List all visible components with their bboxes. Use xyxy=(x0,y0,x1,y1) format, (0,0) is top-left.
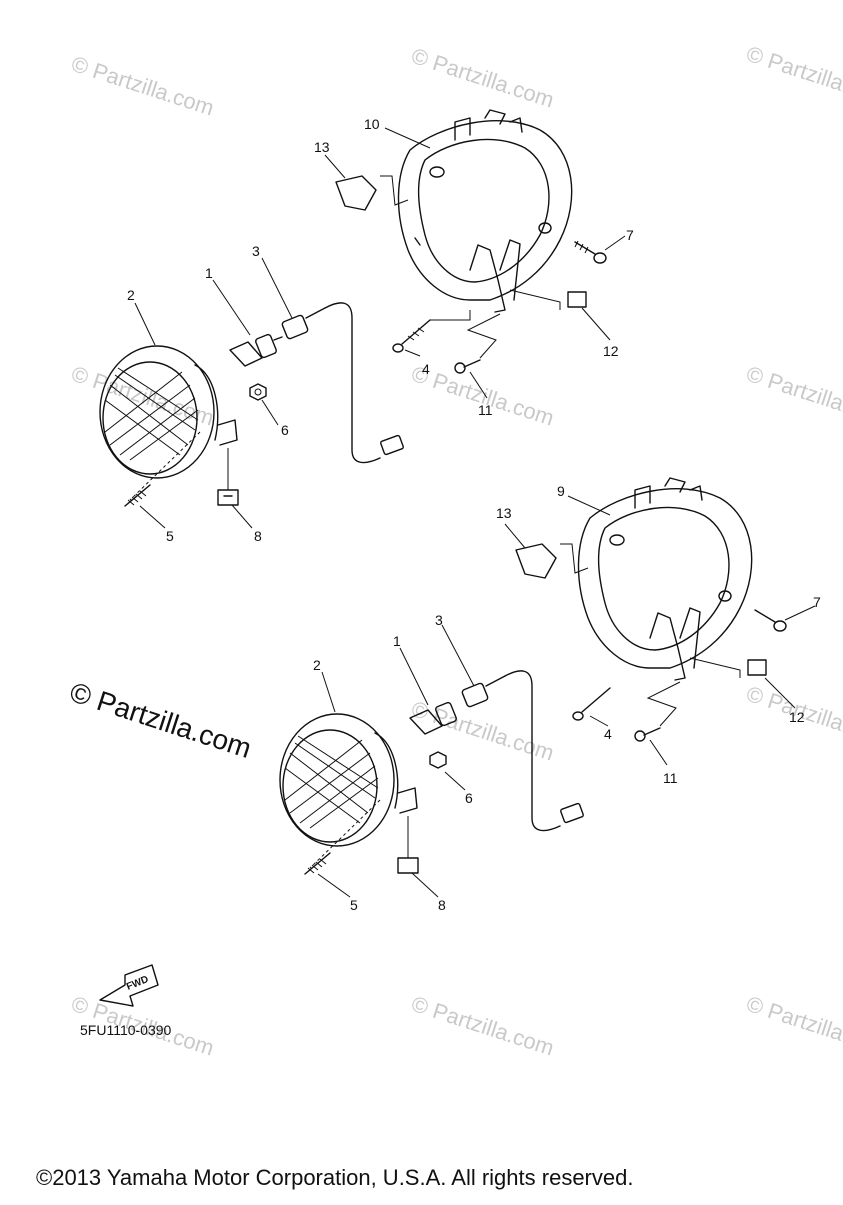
leader-lines xyxy=(129,175,561,501)
screw[interactable] xyxy=(392,319,431,353)
partzilla-watermark: © Partzilla.com xyxy=(66,676,255,764)
clip[interactable] xyxy=(397,857,419,874)
diagram-code: 5FU1110-0390 xyxy=(80,1022,172,1038)
bulb[interactable] xyxy=(409,701,457,735)
headlight-lens[interactable] xyxy=(279,713,418,847)
cover[interactable] xyxy=(335,175,377,211)
callout-11[interactable]: 11 xyxy=(663,770,678,786)
socket[interactable] xyxy=(461,670,584,832)
callout-11[interactable]: 11 xyxy=(478,402,493,418)
watermark-tile: © Partzilla.com xyxy=(408,361,557,431)
leader-lines xyxy=(309,543,741,869)
callout-12[interactable]: 12 xyxy=(603,343,619,359)
callout-2[interactable]: 2 xyxy=(127,287,135,303)
callout-6[interactable]: 6 xyxy=(281,422,289,438)
socket[interactable] xyxy=(281,302,404,464)
callout-5[interactable]: 5 xyxy=(166,528,174,544)
callout-numbers-upper: 1 2 3 4 5 6 7 8 10 11 12 13 xyxy=(127,116,634,544)
callout-1[interactable]: 1 xyxy=(393,633,401,649)
callout-7[interactable]: 7 xyxy=(626,227,634,243)
callout-8[interactable]: 8 xyxy=(254,528,262,544)
callout-10[interactable]: 10 xyxy=(364,116,380,132)
watermark-layer: © Partzilla.com © Partzilla.com © Partzi… xyxy=(68,41,843,1061)
nut[interactable] xyxy=(249,383,267,401)
adjuster-screw[interactable] xyxy=(304,852,331,875)
copyright-notice: ©2013 Yamaha Motor Corporation, U.S.A. A… xyxy=(36,1165,633,1190)
callout-5[interactable]: 5 xyxy=(350,897,358,913)
adjuster-screw[interactable] xyxy=(124,484,151,507)
watermark-tile: © Partzilla.com xyxy=(408,991,557,1061)
callout-13[interactable]: 13 xyxy=(314,139,330,155)
clip[interactable] xyxy=(217,489,239,506)
watermark-tile: © Partzilla.com xyxy=(743,361,843,431)
bulb[interactable] xyxy=(229,333,283,367)
bolt[interactable] xyxy=(754,609,787,632)
headlight-housing[interactable] xyxy=(577,477,753,681)
bolt[interactable] xyxy=(574,240,607,264)
nut-clip[interactable] xyxy=(567,291,587,308)
screw[interactable] xyxy=(572,687,611,721)
cover[interactable] xyxy=(515,543,557,579)
callout-9[interactable]: 9 xyxy=(557,483,565,499)
upper-assembly: 1 2 3 4 5 6 7 8 10 11 12 13 xyxy=(99,109,634,544)
watermark-tile: © Partzilla.com xyxy=(68,51,217,121)
callout-13[interactable]: 13 xyxy=(496,505,512,521)
fwd-arrow-icon xyxy=(99,964,159,1007)
headlight-lens[interactable] xyxy=(99,345,238,479)
watermark-tile: © Partzilla.com xyxy=(743,41,843,111)
screw-short[interactable] xyxy=(634,727,661,742)
callout-numbers-lower: 1 2 3 4 5 6 7 8 9 11 12 13 xyxy=(313,483,821,913)
nut[interactable] xyxy=(429,751,447,769)
callout-2[interactable]: 2 xyxy=(313,657,321,673)
forward-arrow: FWD xyxy=(99,964,159,1007)
callout-4[interactable]: 4 xyxy=(422,361,430,377)
callout-4[interactable]: 4 xyxy=(604,726,612,742)
callout-leaders xyxy=(134,127,626,529)
headlight-housing[interactable] xyxy=(397,109,573,313)
callout-1[interactable]: 1 xyxy=(205,265,213,281)
screw-short[interactable] xyxy=(454,359,481,374)
callout-12[interactable]: 12 xyxy=(789,709,805,725)
callout-7[interactable]: 7 xyxy=(813,594,821,610)
watermark-tile: © Partzilla.com xyxy=(743,991,843,1061)
callout-3[interactable]: 3 xyxy=(435,612,443,628)
callout-3[interactable]: 3 xyxy=(252,243,260,259)
watermark-tile: © Partzilla.com xyxy=(408,43,557,113)
nut-clip[interactable] xyxy=(747,659,767,676)
callout-8[interactable]: 8 xyxy=(438,897,446,913)
callout-6[interactable]: 6 xyxy=(465,790,473,806)
lower-assembly xyxy=(279,477,787,875)
